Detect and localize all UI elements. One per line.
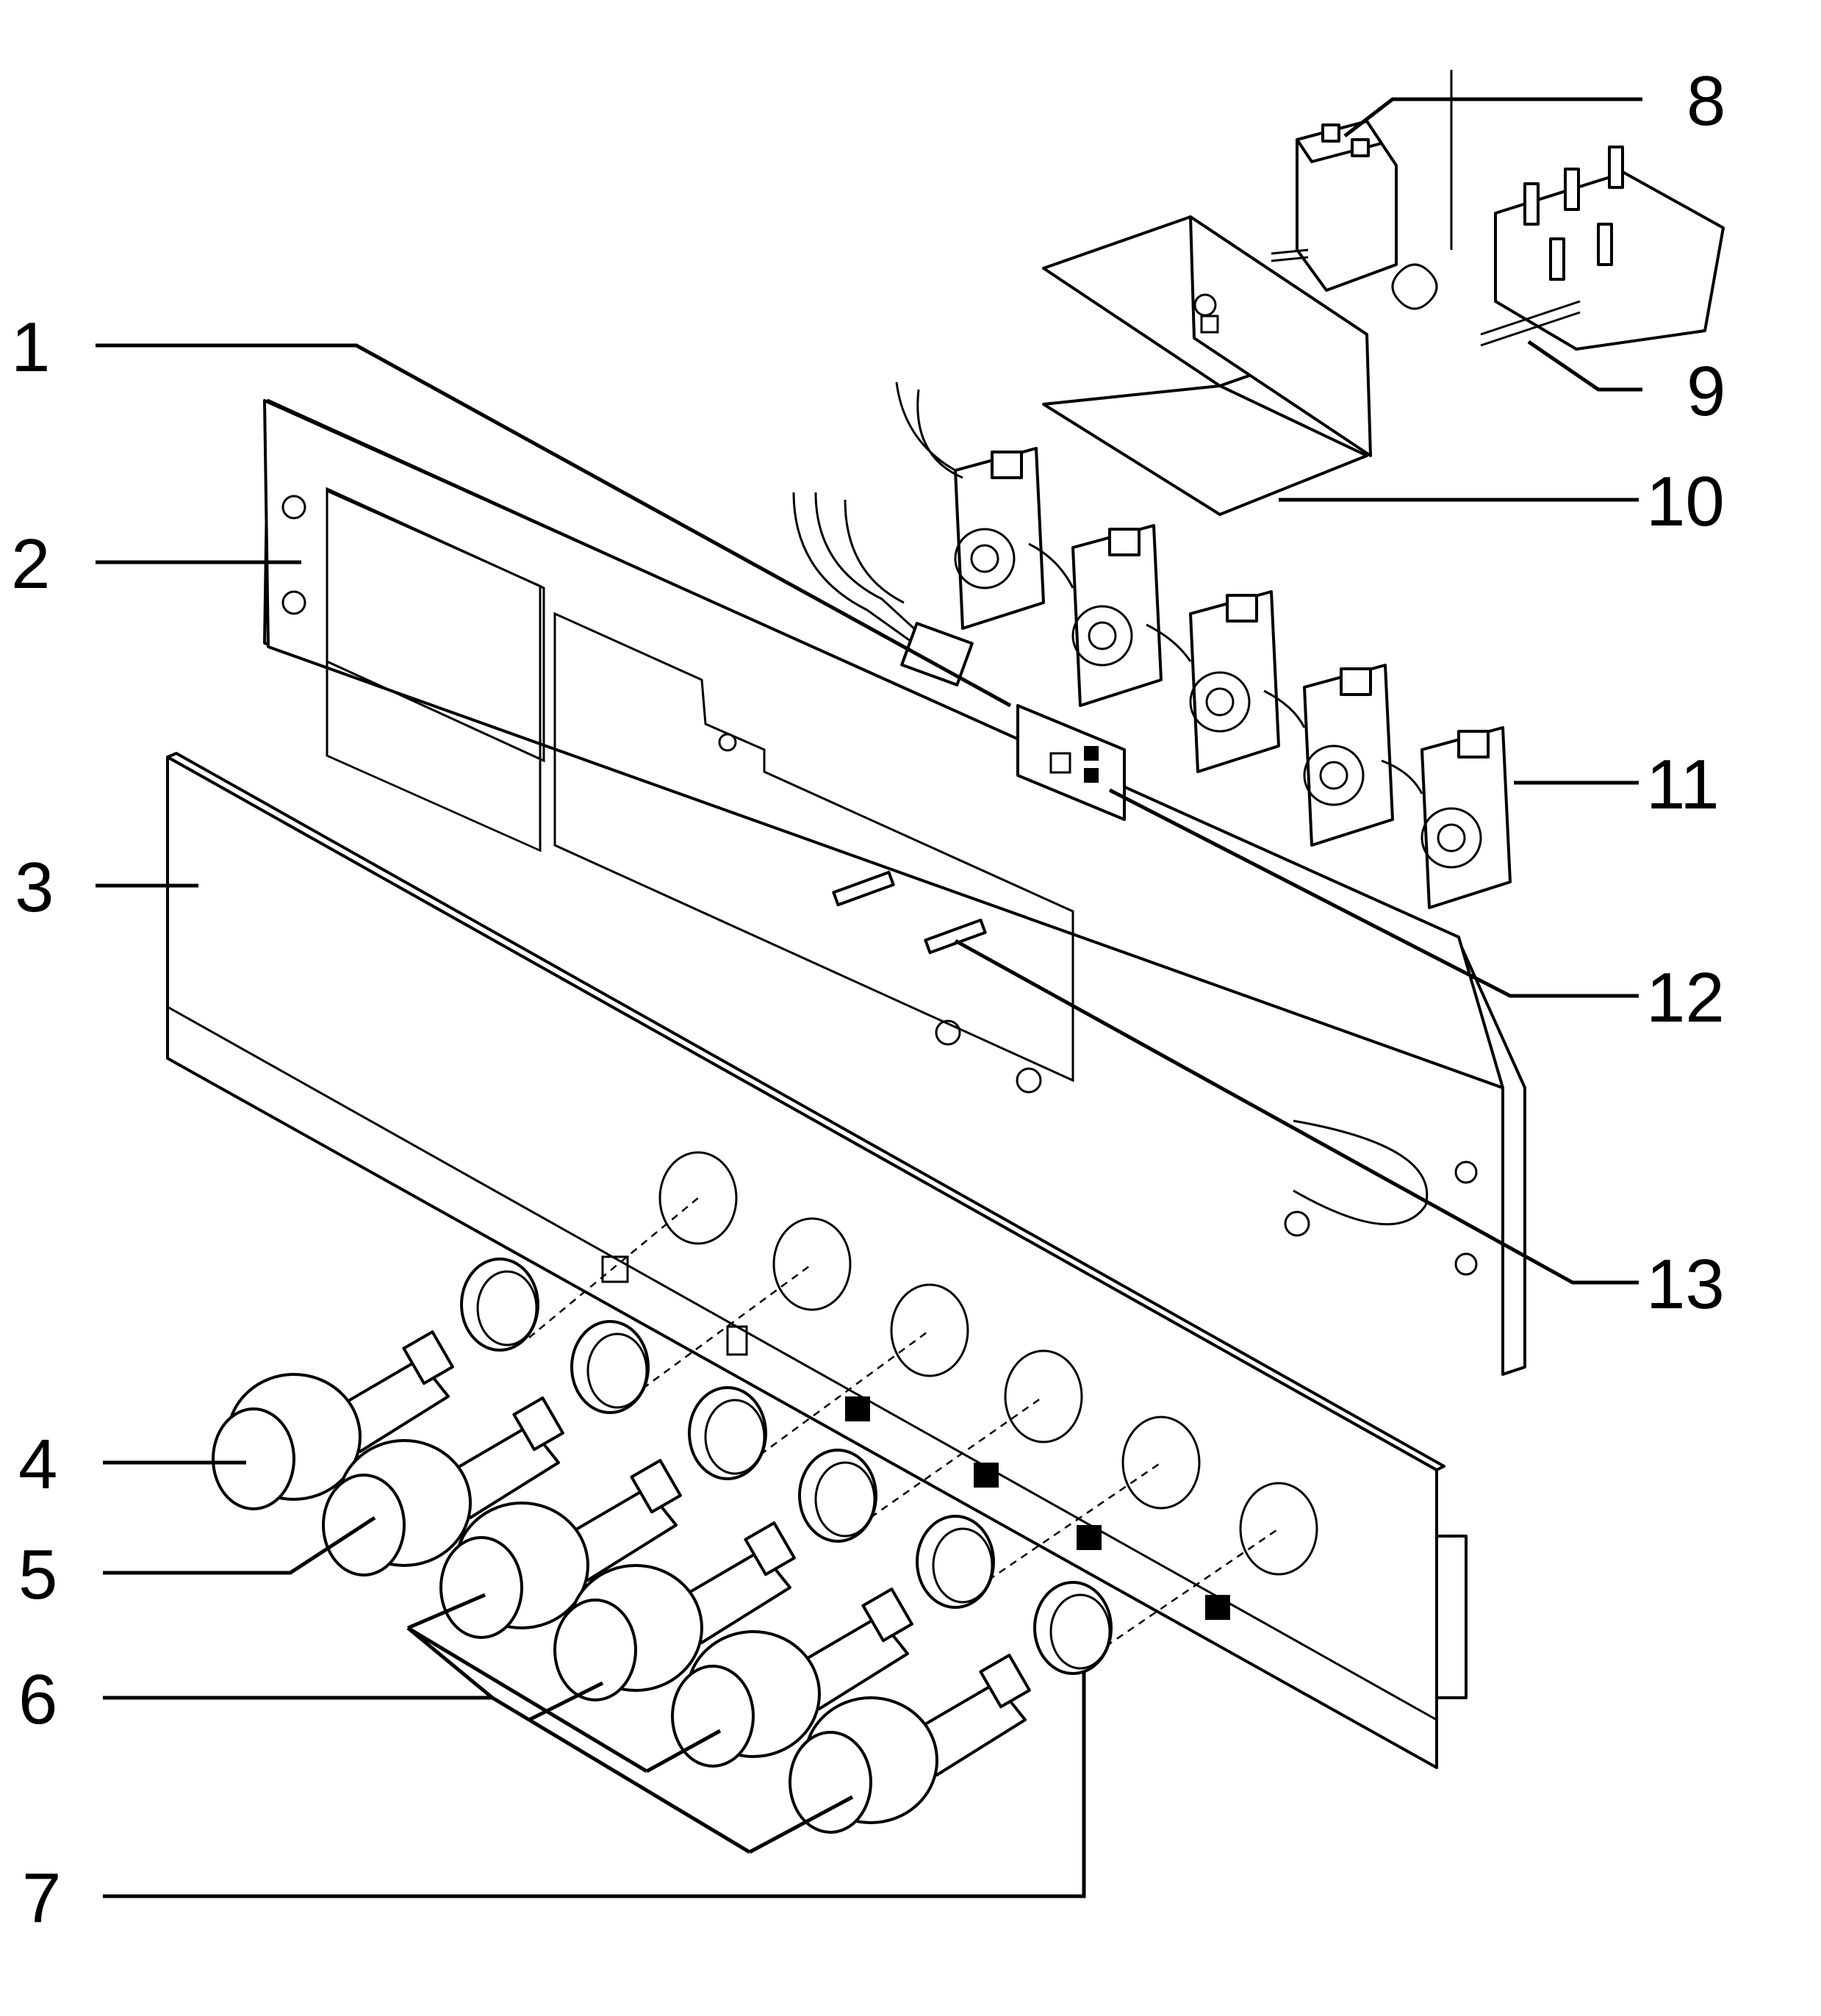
callout-2: 2 [11, 525, 50, 603]
callout-7: 7 [22, 1859, 61, 1937]
thermostat [1271, 70, 1453, 310]
callout-9: 9 [1687, 352, 1725, 431]
callout-5: 5 [18, 1535, 57, 1614]
knob-4 [212, 1330, 454, 1510]
knob-6b [553, 1521, 796, 1701]
callout-6: 6 [18, 1660, 57, 1739]
knob-6c [671, 1588, 913, 1768]
wiring-connector [792, 492, 974, 686]
back-plate [263, 399, 1526, 1376]
knob-6d [789, 1654, 1031, 1834]
selector-switch [1480, 146, 1725, 351]
callout-12: 12 [1646, 958, 1725, 1037]
callout-13: 13 [1646, 1245, 1725, 1324]
callout-3: 3 [15, 848, 54, 927]
callout-4: 4 [18, 1425, 57, 1504]
front-fascia-panel [166, 752, 1468, 1769]
pilot-lamp-module [1016, 704, 1126, 821]
leader-lines [96, 97, 1642, 1898]
callout-11: 11 [1646, 745, 1720, 824]
control-knobs [212, 1330, 1031, 1834]
pins [832, 870, 987, 955]
knob-5 [322, 1396, 564, 1576]
lamp-box [1042, 215, 1372, 516]
regulators [895, 381, 1512, 909]
callout-labels: 1 2 3 4 5 6 7 8 9 10 11 12 13 [11, 62, 1725, 1937]
bezel-rings [460, 1258, 1113, 1675]
knob-6a [439, 1459, 682, 1639]
callout-1: 1 [11, 308, 50, 387]
callout-8: 8 [1687, 62, 1725, 140]
alignment-lines [528, 1197, 1279, 1655]
callout-10: 10 [1646, 462, 1725, 541]
